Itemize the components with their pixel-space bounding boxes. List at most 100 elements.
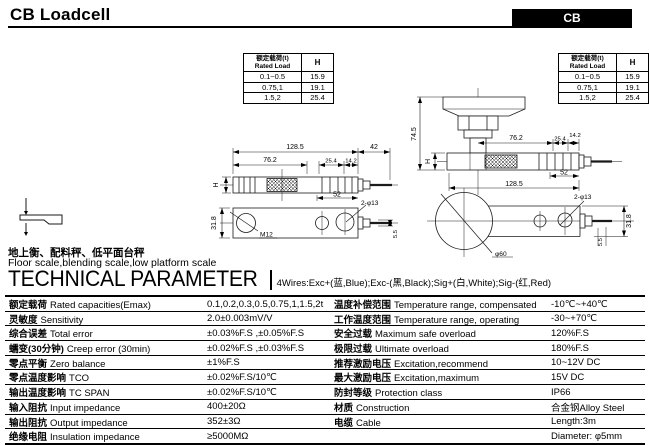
param-label-cn: 输出温度影响 [9,388,67,400]
param-value: -30~+70℃ [551,313,598,325]
table-row: 0.1~0.5 15.9 [244,72,333,83]
param-value: 合金钢Alloy Steel [551,402,625,414]
param-label-en: TC SPAN [69,388,110,400]
param-label-cn: 推荐激励电压 [334,358,392,370]
param-label-cn: 最大激励电压 [334,373,392,385]
param-label-en: Construction [356,402,410,414]
param-label-en: Ultimate overload [375,344,449,356]
param-label-en: Sensitivity [40,314,84,326]
table-row: 0.75,1 19.1 [559,82,648,93]
param-value: IP66 [551,386,571,398]
dim-b-label: 14.2 [345,159,356,165]
param-label-cn: 温度补偿范围 [334,300,392,311]
param-label-en: Rated capacities(Emax) [50,300,151,311]
table-row: 蠕变(30分钟)Creep error (30min) ±0.02%F.S ,±… [5,341,645,356]
param-value: ±0.03%F.S ,±0.05%F.S [207,327,305,339]
dim-center-label: 76.2 [509,135,523,142]
divider-bar [269,270,272,290]
param-label-en: TCO [69,373,90,385]
param-value: Length:3m [551,416,596,427]
dim-mid-label: 52 [333,192,341,199]
param-label-cn: 额定载荷 [9,300,48,311]
param-value: 0.1,0.2,0.3,0.5,0.75,1,1.5,2t [207,298,324,310]
h-column-header: H [617,54,648,72]
load-cell: 1.5,2 [559,93,617,103]
param-label-cn: 蠕变(30分钟) [9,344,64,356]
param-label-cn: 灵敏度 [9,314,38,326]
application-text-en: Floor scale,blending scale,low platform … [8,257,217,269]
param-value: 120%F.S [551,327,590,339]
dim-cable-length-label: 42 [370,144,378,151]
param-value: 15V DC [551,371,585,383]
thread-label: M12 [260,232,273,239]
foot-dia-label: φ60 [495,251,507,258]
dim-center-label: 76.2 [263,157,277,164]
title-underline [8,26,632,28]
table-row: 1.5,2 25.4 [244,93,333,103]
param-label-cn: 工作温度范围 [334,314,392,326]
cable-dia-label: 5.5 [393,229,399,238]
param-label-en: Output impedance [50,417,128,429]
load-cell: 1.5,2 [244,93,302,103]
param-label-en: Creep error (30min) [66,344,151,356]
param-value: 180%F.S [551,342,590,354]
dim-overall-label: 128.5 [286,144,304,151]
dim-a-label: 25.4 [325,159,337,165]
param-label-en: Cable [356,417,381,429]
h-cell: 15.9 [617,72,648,83]
param-value: ≥5000MΩ [207,430,249,442]
param-label-en: Total error [50,329,93,341]
table-row: 1.5,2 25.4 [559,93,648,103]
param-label-cn: 材质 [334,402,354,414]
param-label-en: Excitation,maximum [394,373,480,385]
wiring-note: 4Wires:Exc+(蓝,Blue);Exc-(黑,Black);Sig+(白… [276,278,552,289]
h-cell: 15.9 [302,72,333,83]
param-value: ±0.02%F.S/10℃ [207,386,277,398]
load-direction-icon [19,198,63,236]
h-cell: 19.1 [617,83,648,93]
param-value: 2.0±0.003mV/V [207,313,273,325]
cable-dia-label: 5.5 [598,237,604,246]
param-label-en: Temperature range, compensated [394,300,537,311]
param-value: ±0.02%F.S ,±0.03%F.S [207,342,305,354]
param-label-en: Temperature range, operating [394,314,520,326]
load-cell: 0.1~0.5 [244,72,302,83]
rated-load-header-cn: 额定载荷(t) [571,55,604,62]
dim-height-label: H [425,159,432,164]
param-value: 10~12V DC [551,357,601,369]
section-heading: TECHNICAL PARAMETER 4Wires:Exc+(蓝,Blue);… [8,267,551,291]
load-cell: 0.1~0.5 [559,72,617,83]
param-value: ±1%F.S [207,357,240,369]
param-label: 蠕变(30分钟)Creep error (30min) [5,341,202,355]
param-label-en: Excitation,recommend [394,358,488,370]
param-label-cn: 极限过载 [334,344,373,356]
dim-a-label: 25.4 [554,137,566,143]
load-cell: 0.75,1 [559,82,617,93]
dim-b-label: 14.2 [569,133,580,139]
param-label-en: Zero balance [50,358,106,370]
param-label-en: Protection class [375,388,443,400]
dim-mid-label: 52 [560,170,568,177]
holes-label: 2-φ13 [574,194,592,201]
dim-width-label: 31.8 [211,216,218,230]
down-arrow-icon [24,211,28,215]
param-label-cn: 安全过载 [334,329,373,341]
